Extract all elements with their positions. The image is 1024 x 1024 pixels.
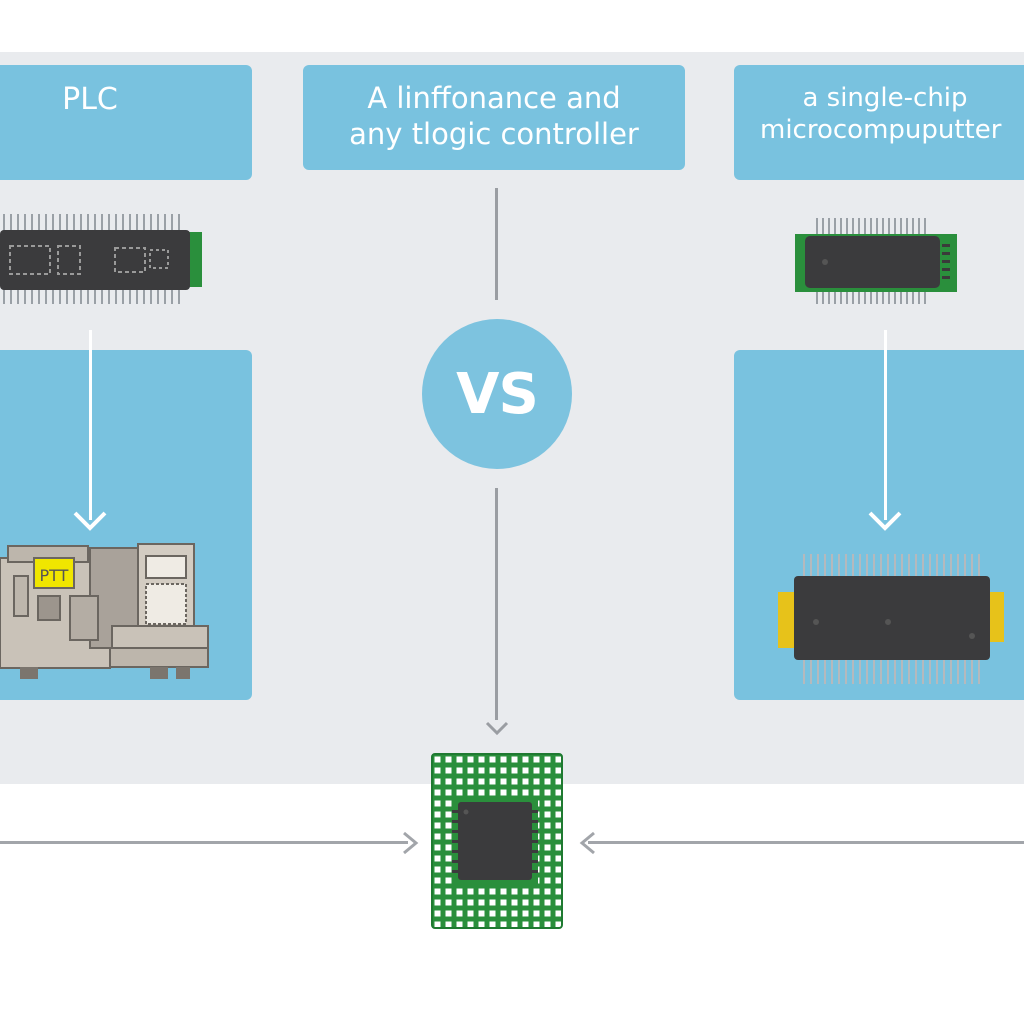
pcb-chip-icon [431,753,563,929]
industrial-machine-icon: PTT [0,543,209,679]
center-label-line1: A linffonance and [367,80,621,115]
left-arrowhead-icon [403,831,419,855]
plc-chip-icon [0,214,202,304]
vs-badge: VS [422,319,572,469]
plc-label-box [0,65,252,180]
right-horizontal-line [588,841,1024,844]
right-label-line2: microcompuputter [760,114,1002,145]
plc-label: PLC [62,82,118,118]
right-arrowhead-icon [579,831,595,855]
microcomputer-chip-icon [795,218,957,304]
right-label-box [734,65,1024,180]
center-down-arrowhead-icon [485,721,509,736]
left-horizontal-line [0,841,408,844]
center-label-box [303,65,685,170]
center-bottom-line [495,488,498,720]
microcomputer-down-line [884,330,887,520]
large-chip-icon [778,554,1004,684]
machine-screen-text: PTT [40,566,69,585]
microcomputer-down-arrowhead-icon [868,511,902,531]
right-label-line1: a single-chip [802,82,968,113]
center-label-line2: any tlogic controller [349,116,639,151]
center-top-line [495,188,498,300]
plc-down-line [89,330,92,520]
plc-down-arrowhead-icon [73,511,107,531]
